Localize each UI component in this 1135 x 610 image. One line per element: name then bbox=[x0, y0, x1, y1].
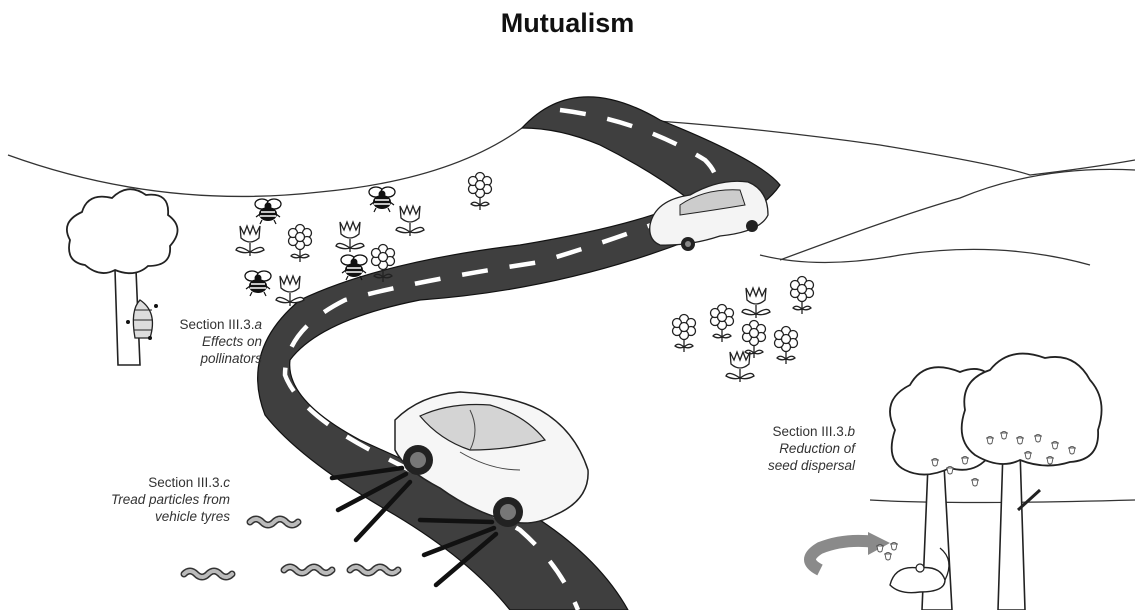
caption-seed-section: Section III.3.b bbox=[740, 423, 855, 440]
far-car bbox=[650, 181, 768, 251]
caption-tread-prefix: Section III.3. bbox=[148, 475, 223, 490]
road bbox=[258, 97, 780, 610]
caption-seed-prefix: Section III.3. bbox=[772, 424, 847, 439]
caption-tread-letter: c bbox=[223, 475, 230, 490]
roadside-flowers bbox=[673, 277, 814, 383]
caption-pollinators-line1: Effects on bbox=[150, 333, 262, 350]
caption-tread-particles: Section III.3.c Tread particles from veh… bbox=[90, 474, 230, 525]
caption-seed-dispersal: Section III.3.b Reduction of seed disper… bbox=[740, 423, 855, 474]
caption-pollinators-letter: a bbox=[254, 317, 262, 332]
caption-seed-line2: seed dispersal bbox=[740, 457, 855, 474]
caption-pollinators-line2: pollinators bbox=[150, 350, 262, 367]
caption-pollinators-section: Section III.3.a bbox=[150, 316, 262, 333]
caption-pollinators: Section III.3.a Effects on pollinators bbox=[150, 316, 262, 367]
right-hill bbox=[780, 169, 1135, 260]
caption-tread-line1: Tread particles from bbox=[90, 491, 230, 508]
caption-seed-line1: Reduction of bbox=[740, 440, 855, 457]
meadow-line bbox=[760, 249, 1090, 265]
caption-tread-line2: vehicle tyres bbox=[90, 508, 230, 525]
caption-tread-section: Section III.3.c bbox=[90, 474, 230, 491]
caption-pollinators-prefix: Section III.3. bbox=[179, 317, 254, 332]
caption-seed-letter: b bbox=[847, 424, 855, 439]
